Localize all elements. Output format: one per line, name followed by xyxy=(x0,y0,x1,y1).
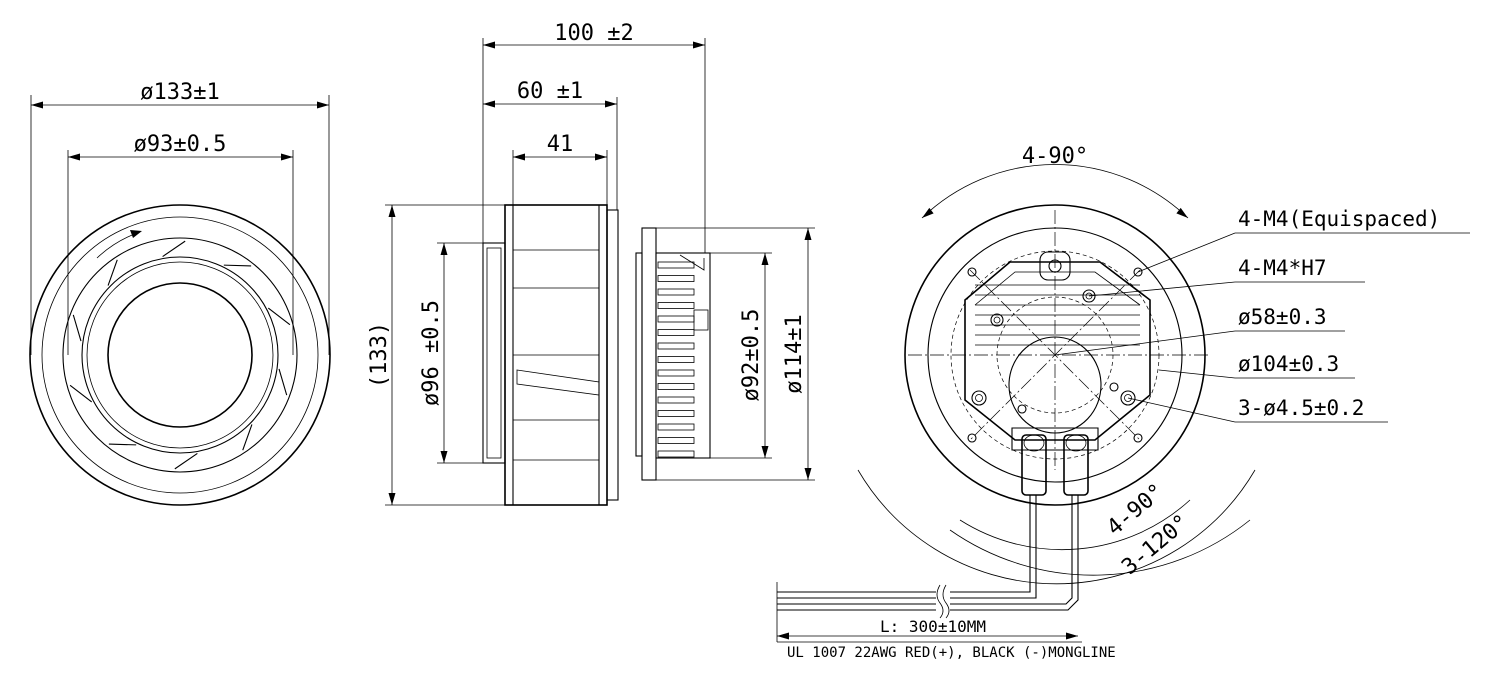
fin xyxy=(657,275,695,282)
rear-view: 4-90° 4-90° 3-120° 4-M4(Equispaced) 4-M4… xyxy=(776,144,1470,661)
callout-m4-equispaced: 4-M4(Equispaced) xyxy=(1238,207,1440,231)
dim-blade-width: 41 xyxy=(547,132,574,157)
dim-outer-diameter: ø133±1 xyxy=(140,80,219,105)
rotation-arrow-icon xyxy=(130,230,142,238)
fin xyxy=(657,329,695,336)
fin xyxy=(657,450,695,458)
fin xyxy=(657,356,695,363)
angle-top-label: 4-90° xyxy=(1022,144,1088,169)
fin xyxy=(657,342,695,350)
motor-cooling-fins xyxy=(657,261,695,458)
cable-spec-label: UL 1007 22AWG RED(+), BLACK (-)MONGLINE xyxy=(787,645,1116,661)
fin xyxy=(657,383,695,390)
hole-marks xyxy=(967,259,1143,443)
callout-dia-104: ø104±0.3 xyxy=(1238,352,1339,376)
blade xyxy=(267,307,291,326)
callout-m4-h7: 4-M4*H7 xyxy=(1238,256,1327,280)
fin xyxy=(657,396,695,404)
dim-inlet-ring-diameter: ø96 ±0.5 xyxy=(419,300,444,406)
front-view: ø133±1 ø93±0.5 xyxy=(29,80,331,506)
callout-dia-58: ø58±0.3 xyxy=(1238,305,1327,329)
dim-impeller-length: 60 ±1 xyxy=(517,79,583,104)
blade xyxy=(162,240,186,257)
side-view: 100 ±2 60 ±1 41 (133) ø96 ±0.5 ø92± xyxy=(367,21,815,506)
blade xyxy=(174,453,198,470)
blade xyxy=(108,443,137,446)
blade xyxy=(223,264,252,267)
blade xyxy=(242,424,253,451)
dim-overall-height: (133) xyxy=(367,322,392,388)
dim-flange-diameter: ø114±1 xyxy=(782,314,807,393)
dim-total-length: 100 ±2 xyxy=(554,21,633,46)
blade xyxy=(72,314,82,342)
rear-grille xyxy=(975,284,1140,346)
fin xyxy=(657,369,695,377)
dim-inlet-diameter: ø93±0.5 xyxy=(134,132,227,157)
blade xyxy=(278,368,288,396)
dim-motor-diameter: ø92±0.5 xyxy=(739,309,764,402)
fin xyxy=(657,261,695,269)
blade xyxy=(69,384,93,403)
cable-length-label: L: 300±10MM xyxy=(880,617,986,636)
fin xyxy=(657,302,695,309)
blade xyxy=(107,259,118,286)
impeller-blades xyxy=(69,240,291,470)
callout-holes: 3-ø4.5±0.2 xyxy=(1238,396,1364,420)
fin xyxy=(657,288,695,296)
fin xyxy=(657,423,695,431)
fin xyxy=(657,410,695,417)
fin xyxy=(657,315,695,323)
fin xyxy=(657,437,695,444)
